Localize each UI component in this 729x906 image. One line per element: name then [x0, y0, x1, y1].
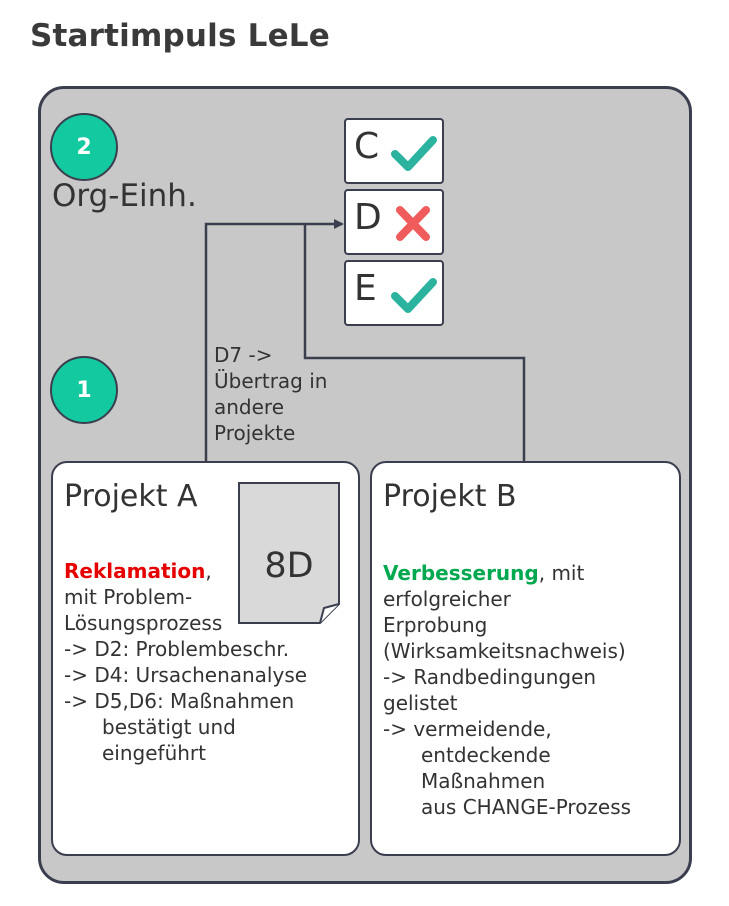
document-icon: 8D	[238, 482, 340, 624]
checkmark-icon	[391, 278, 437, 313]
status-letter: D	[354, 197, 382, 238]
project-b-card: Projekt B Verbesserung, mit erfolgreiche…	[370, 461, 681, 856]
project-a-description: Reklamation, mit Problem- Lösungsprozess…	[64, 559, 308, 765]
keyword-verbesserung: Verbesserung	[383, 561, 539, 585]
checkmark-icon	[391, 136, 437, 171]
page-title: Startimpuls LeLe	[30, 18, 330, 54]
project-a-title: Projekt A	[64, 479, 198, 514]
status-box-d: D	[344, 189, 444, 255]
status-letter: E	[354, 268, 377, 309]
org-unit-label: Org-Einh.	[52, 178, 197, 214]
status-box-e: E	[344, 260, 444, 326]
step-badge-1: 1	[50, 356, 118, 424]
cross-icon	[396, 206, 430, 241]
project-b-title: Projekt B	[383, 479, 517, 514]
d7-transfer-note: D7 -> Übertrag in andere Projekte	[214, 343, 328, 445]
step-badge-2: 2	[50, 113, 118, 181]
status-letter: C	[354, 126, 380, 167]
keyword-reklamation: Reklamation	[64, 559, 206, 583]
project-b-description: Verbesserung, mit erfolgreicher Erprobun…	[383, 561, 632, 819]
document-label: 8D	[264, 546, 313, 586]
project-a-card: Projekt A 8D Reklamation, mit Problem- L…	[51, 461, 360, 856]
status-box-c: C	[344, 118, 444, 184]
